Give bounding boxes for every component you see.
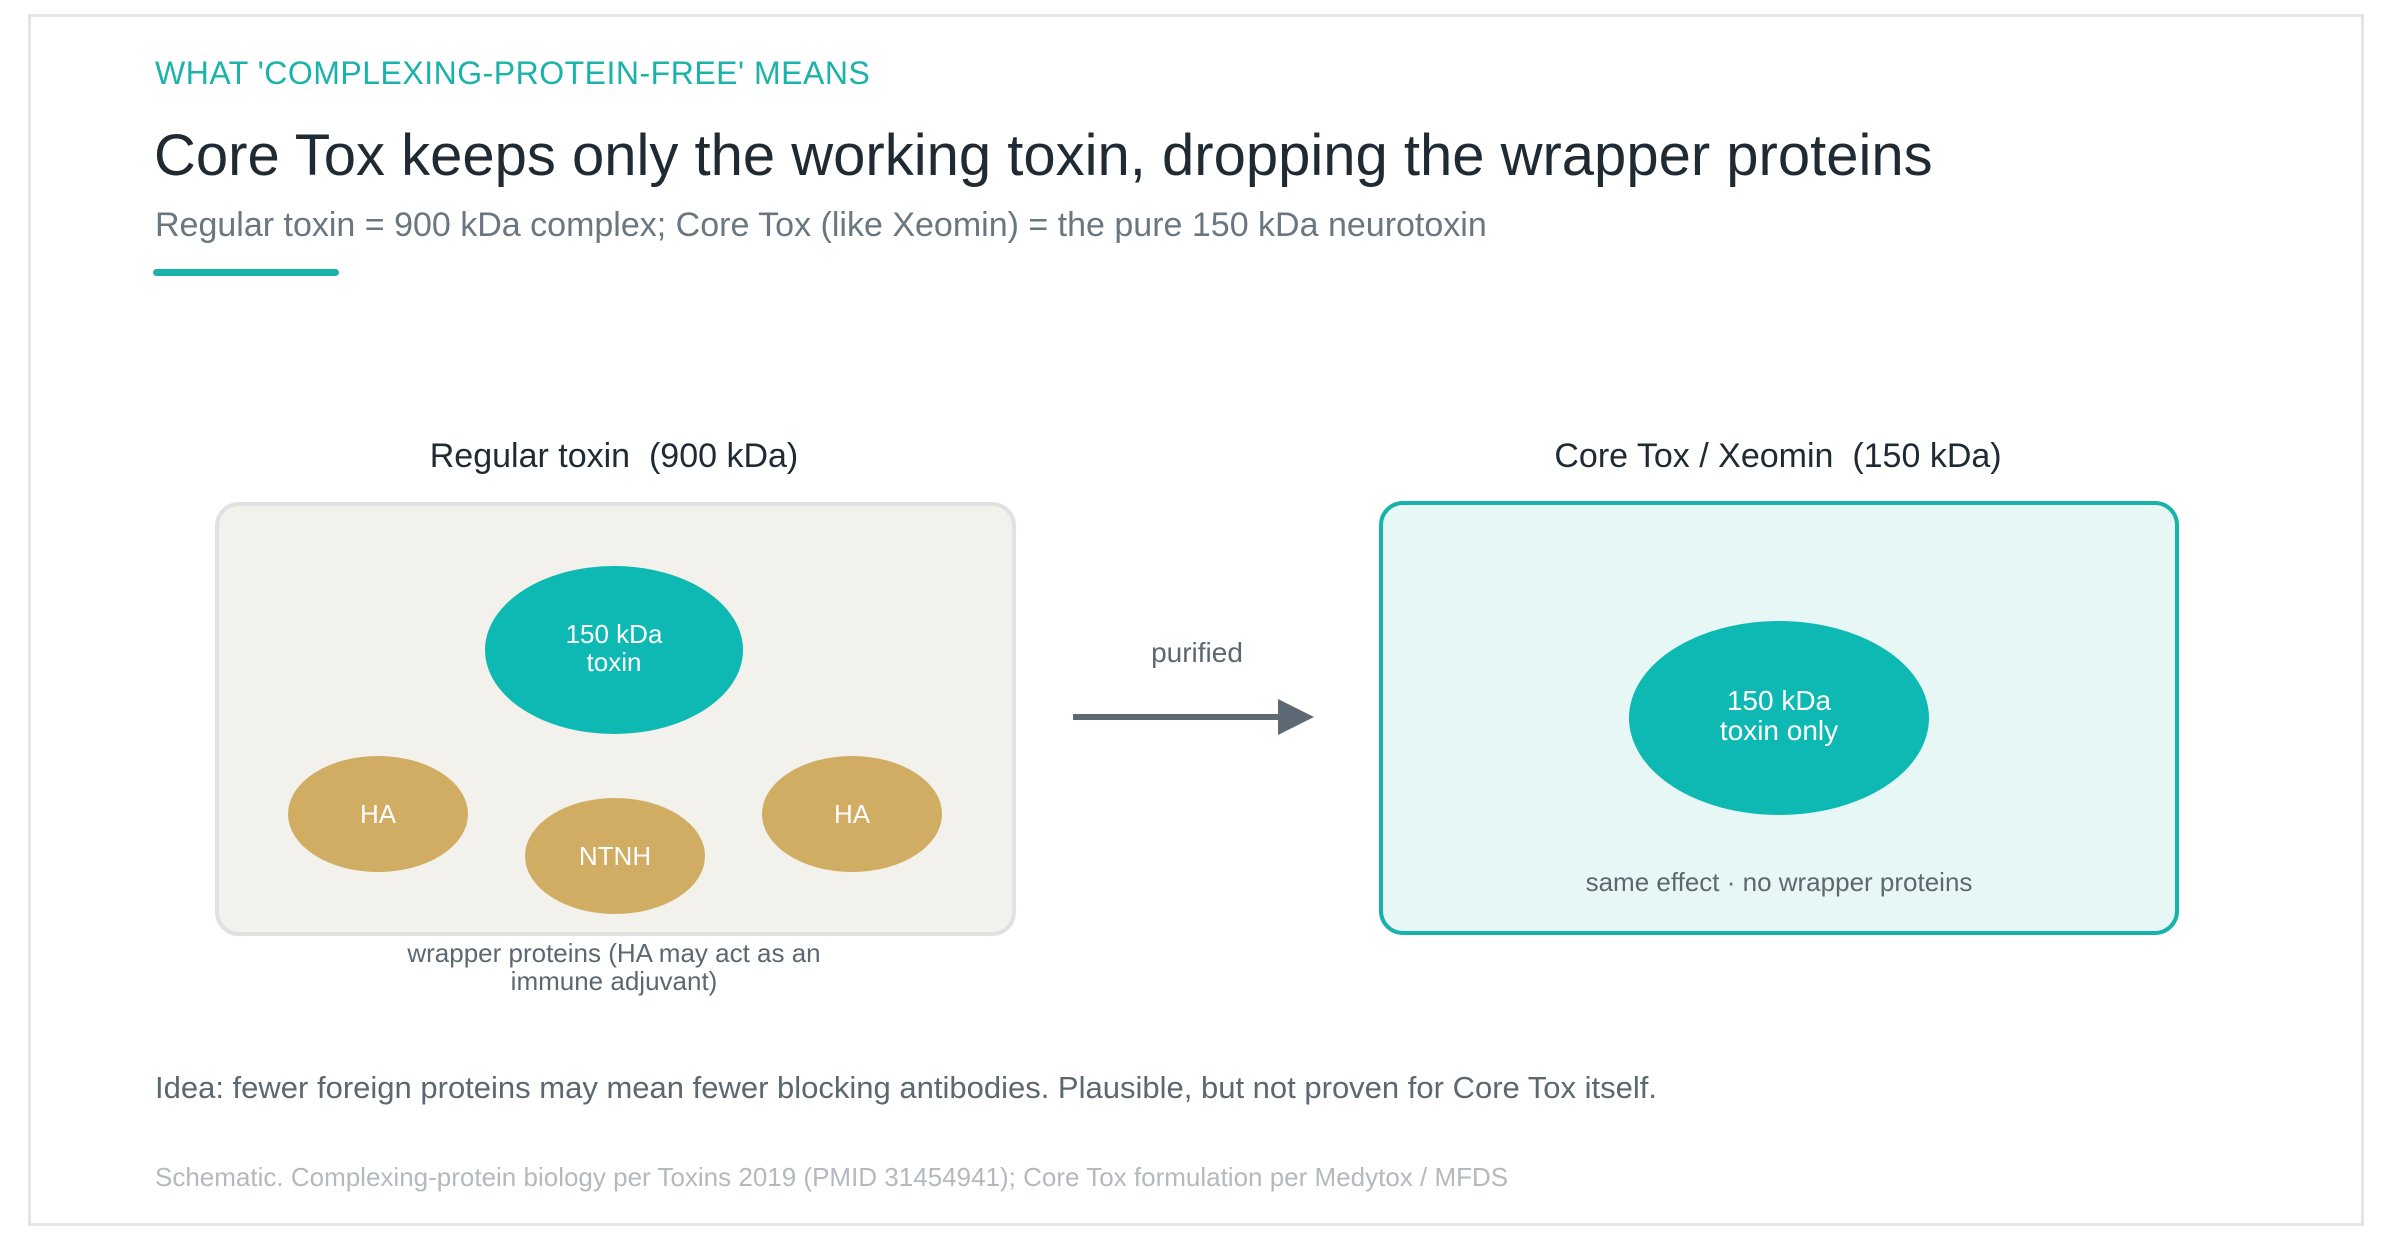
arrow-label: purified bbox=[1151, 637, 1243, 668]
core-toxin-label-line1: 150 kDa bbox=[566, 619, 663, 649]
ntnh-protein-label: NTNH bbox=[579, 841, 651, 871]
footnote-idea: Idea: fewer foreign proteins may mean fe… bbox=[155, 1070, 1658, 1105]
ha-protein-left: HA bbox=[288, 756, 468, 872]
pure-toxin-label-line2: toxin only bbox=[1720, 715, 1838, 746]
left-panel-title: Regular toxin (900 kDa) bbox=[430, 437, 799, 475]
page-title: Core Tox keeps only the working toxin, d… bbox=[154, 123, 1933, 188]
left-panel-caption-line1: wrapper proteins (HA may act as an bbox=[406, 938, 820, 968]
page-subtitle: Regular toxin = 900 kDa complex; Core To… bbox=[155, 206, 1487, 244]
right-panel-title: Core Tox / Xeomin (150 kDa) bbox=[1554, 437, 2001, 475]
title-accent-rule bbox=[153, 269, 339, 276]
ha-protein-left-label: HA bbox=[360, 799, 397, 829]
core-toxin-label-line2: toxin bbox=[587, 647, 642, 677]
ha-protein-left-ellipse bbox=[288, 756, 468, 872]
ha-protein-right-label: HA bbox=[834, 799, 871, 829]
left-panel-caption-line2: immune adjuvant) bbox=[511, 966, 718, 996]
pure-toxin-bubble: 150 kDa toxin only bbox=[1629, 621, 1929, 815]
core-toxin-ellipse bbox=[485, 566, 743, 734]
eyebrow-label: WHAT 'COMPLEXING-PROTEIN-FREE' MEANS bbox=[155, 55, 871, 91]
ntnh-protein-ellipse bbox=[525, 798, 705, 914]
ha-protein-right: HA bbox=[762, 756, 942, 872]
source-citation: Schematic. Complexing-protein biology pe… bbox=[155, 1162, 1509, 1192]
ha-protein-right-ellipse bbox=[762, 756, 942, 872]
ntnh-protein: NTNH bbox=[525, 798, 705, 914]
right-panel-caption: same effect · no wrapper proteins bbox=[1586, 867, 1973, 897]
pure-toxin-label-line1: 150 kDa bbox=[1727, 685, 1832, 716]
pure-toxin-ellipse bbox=[1629, 621, 1929, 815]
core-toxin-bubble: 150 kDa toxin bbox=[485, 566, 743, 734]
